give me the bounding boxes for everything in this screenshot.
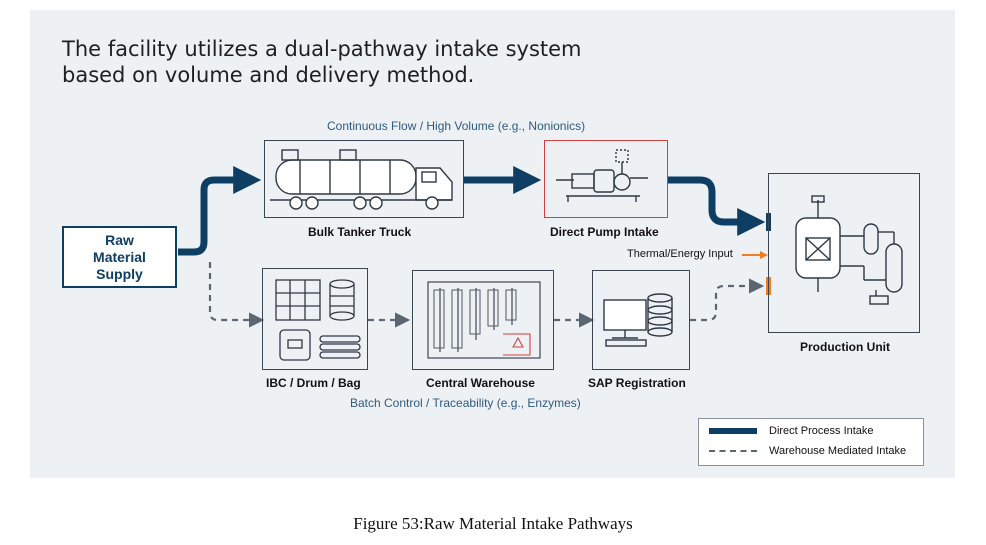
reactor-illustration [795,195,903,305]
legend-dashed-swatch [709,450,757,452]
warehouse-path-raw-to-ibc [208,262,265,328]
production-unit-label: Production Unit [800,340,890,354]
direct-pump-label: Direct Pump Intake [550,225,659,239]
direct-path-raw-to-truck [178,166,262,256]
warehouse-floorplan [427,281,541,359]
central-warehouse-label: Central Warehouse [426,376,535,390]
production-unit-node [768,173,920,333]
legend-direct-label: Direct Process Intake [769,425,874,437]
bulk-tanker-label: Bulk Tanker Truck [308,225,412,239]
ibc-drum-bag-node [262,268,368,370]
legend-warehouse-label: Warehouse Mediated Intake [769,445,907,457]
pump-illustration [556,149,648,202]
bottom-path-label: Batch Control / Traceability (e.g., Enzy… [350,396,581,410]
ibc-drum-bag-illustration [275,279,361,361]
sap-registration-label: SAP Registration [588,376,686,390]
direct-pump-node [544,140,668,218]
headline-line-1: The facility utilizes a dual-pathway int… [62,37,582,61]
raw-material-supply-node: Raw Material Supply [62,226,177,288]
legend: Direct Process Intake Warehouse Mediated… [698,418,924,466]
truck-illustration [270,149,453,210]
direct-path-pump-to-production [668,176,766,236]
raw-material-supply-label: Raw Material Supply [93,231,146,282]
legend-solid-swatch [709,428,757,434]
figure-caption: Figure 53:Raw Material Intake Pathways [353,514,633,533]
thermal-input-label: Thermal/Energy Input [627,248,733,260]
warehouse-path-sap-to-production [690,278,765,322]
computer-server-illustration [603,293,673,347]
legend-row-warehouse: Warehouse Mediated Intake [709,445,906,457]
headline: The facility utilizes a dual-pathway int… [62,36,662,88]
ibc-drum-bag-label: IBC / Drum / Bag [266,376,361,390]
headline-line-2: based on volume and delivery method. [62,63,475,87]
legend-row-direct: Direct Process Intake [709,425,874,437]
top-path-label: Continuous Flow / High Volume (e.g., Non… [327,119,586,133]
bulk-tanker-node [264,140,464,218]
central-warehouse-node [412,270,554,370]
sap-registration-node [592,270,690,370]
